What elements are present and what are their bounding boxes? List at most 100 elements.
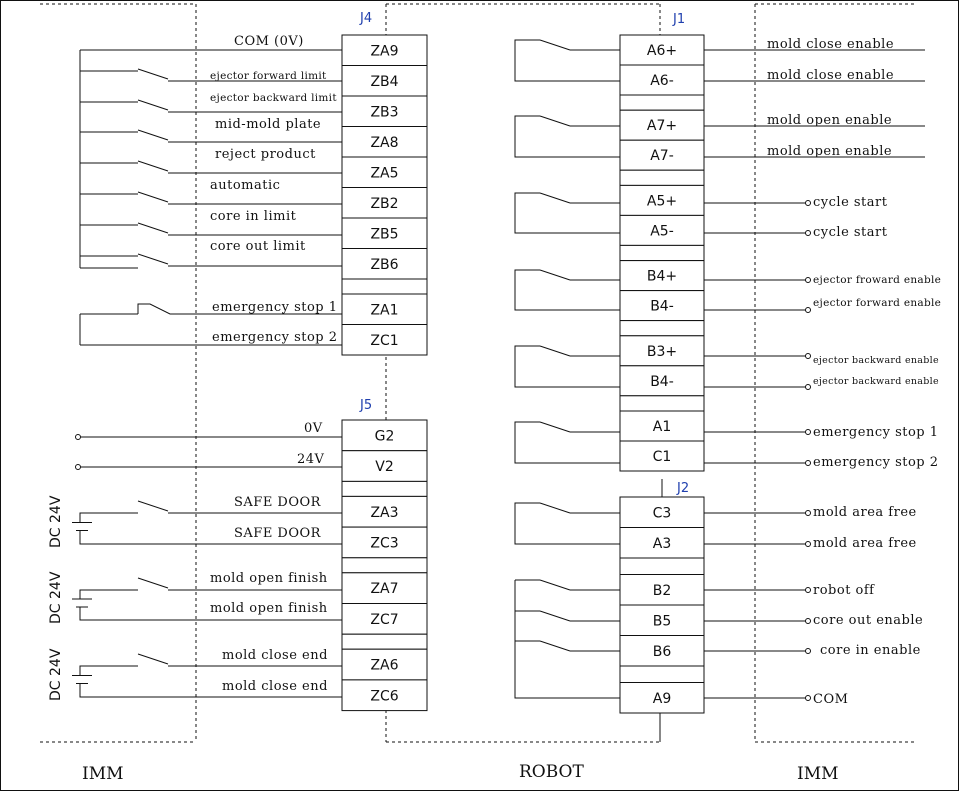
robot-cable: [385, 3, 663, 743]
j5-label-24v: 24V: [297, 452, 325, 467]
j1-pin-box: [619, 184, 705, 216]
j1-pin-box: [619, 410, 705, 442]
connector-j5-label: J5: [359, 398, 372, 413]
j5-pin-box: [341, 603, 428, 635]
j5-pin-box: [341, 495, 428, 528]
j1-label-ejector-froward-enable: ejector froward enable: [813, 274, 941, 286]
j2-pin-label: A9: [653, 691, 671, 707]
j1-label-mold-open-enable-1: mold open enable: [767, 113, 892, 128]
j2-spacer: [619, 557, 705, 575]
j4-pin-label: ZA8: [370, 135, 398, 151]
j2-pin-label: B6: [653, 644, 672, 660]
j1-pin-box: [619, 64, 705, 96]
j1-pin-box: [619, 365, 705, 397]
j1-label-mold-close-enable-1: mold close enable: [767, 37, 894, 52]
j4-label-core-out-limit: core out limit: [210, 239, 306, 254]
j4-label-emergency-stop-2: emergency stop 2: [212, 330, 338, 345]
j4-label-ejector-forward-limit: ejector forward limit: [210, 70, 327, 82]
j4-pin-label: ZB2: [370, 196, 398, 212]
j1-label-cycle-start-1: cycle start: [813, 195, 888, 210]
j4-pin-label: ZB6: [370, 257, 398, 273]
j2-pin-box: [619, 527, 705, 559]
j5-pin-box: [341, 526, 428, 559]
imm-left-boundary: [40, 3, 197, 743]
j5-spacer: [341, 557, 428, 574]
j1-pin-box: [619, 109, 705, 141]
j2-pin-label: C3: [653, 505, 672, 521]
footer-imm-right: IMM: [797, 764, 839, 784]
dc-label-1: DC 24V: [48, 495, 64, 548]
j4-spacer: [341, 278, 428, 295]
j4-pin-box: [341, 324, 428, 356]
j1-spacer: [619, 320, 705, 337]
j2-pin-label: B2: [653, 583, 672, 599]
j2-label-core-out-enable: core out enable: [813, 613, 923, 628]
j5-pin-label: ZA6: [370, 658, 398, 674]
j1-pin-box: [619, 214, 705, 246]
j2-label-core-in-enable: core in enable: [820, 643, 921, 658]
j1-pin-label: A1: [653, 419, 671, 435]
footer-imm-left: IMM: [82, 764, 124, 784]
j4-label-reject-product: reject product: [215, 147, 316, 162]
j2-label-mold-area-free-1: mold area free: [813, 505, 917, 520]
footer-robot: ROBOT: [519, 762, 584, 782]
j5-spacer: [341, 633, 428, 650]
j5-label-mold-close-end-1: mold close end: [222, 648, 328, 663]
j5-pin-box: [341, 679, 428, 712]
j4-pin-box: [341, 95, 428, 127]
j4-pin-label: ZB3: [370, 104, 398, 120]
j5-pin-box: [341, 450, 428, 482]
j1-label-mold-open-enable-2: mold open enable: [767, 144, 892, 159]
j2-pin-label: A3: [653, 536, 671, 552]
j5-pin-label: ZA7: [370, 581, 398, 597]
j1-label-cycle-start-2: cycle start: [813, 225, 888, 240]
j4-pin-box: [341, 156, 428, 188]
j4-pin-label: ZB5: [370, 226, 398, 242]
j4-label-core-in-limit: core in limit: [210, 209, 297, 224]
j4-pin-label: ZB4: [370, 74, 398, 90]
j5-pin-label: V2: [375, 459, 393, 475]
j4-label-automatic: automatic: [210, 178, 280, 193]
j5-pin-label: ZC7: [370, 612, 398, 628]
j1-spacer: [619, 94, 705, 111]
j5-pin-label: ZA3: [370, 505, 398, 521]
j1-label-mold-close-enable-2: mold close enable: [767, 68, 894, 83]
j1-label-emergency-stop-1: emergency stop 1: [813, 425, 939, 440]
imm-right-boundary: [754, 3, 915, 743]
j1-spacer: [619, 169, 705, 186]
j1-spacer: [619, 244, 705, 262]
j5-pin-label: ZC3: [370, 535, 398, 551]
j5-label-mold-open-finish-1: mold open finish: [210, 571, 328, 586]
connector-j4-label: J4: [359, 11, 372, 26]
j5-label-safe-door-1: SAFE DOOR: [234, 495, 322, 510]
j1-label-ejector-backward-enable-2: ejector backward enable: [813, 376, 939, 387]
j1-spacer: [619, 395, 705, 412]
j5-label-0v: 0V: [304, 421, 323, 436]
j4-label-mid-mold-plate: mid-mold plate: [215, 117, 321, 132]
j5-wiring: [75, 434, 342, 470]
j5-label-mold-close-end-2: mold close end: [222, 679, 328, 694]
connector-j2-label: J2: [676, 481, 689, 496]
dc-label-3: DC 24V: [48, 648, 64, 701]
j1-pin-label: A6+: [647, 43, 677, 59]
j4-pin-box: [341, 293, 428, 325]
j2-pin-label: B5: [653, 613, 672, 629]
dc-label-2: DC 24V: [48, 571, 64, 624]
j1-pin-label: A5+: [647, 193, 677, 209]
j1-pin-label: A6-: [650, 73, 674, 89]
j4-label-com: COM (0V): [234, 34, 304, 49]
j1-pin-box: [619, 335, 705, 367]
j1-pin-label: A7+: [647, 118, 677, 134]
j2-label-mold-area-free-2: mold area free: [813, 536, 917, 551]
j5-spacer: [341, 480, 428, 497]
j1-pin-label: B3+: [647, 344, 677, 360]
j1-pin-label: B4+: [647, 269, 677, 285]
j2-pin-box: [619, 604, 705, 636]
j2-spacer: [619, 665, 705, 683]
j4-wiring: [79, 49, 342, 346]
